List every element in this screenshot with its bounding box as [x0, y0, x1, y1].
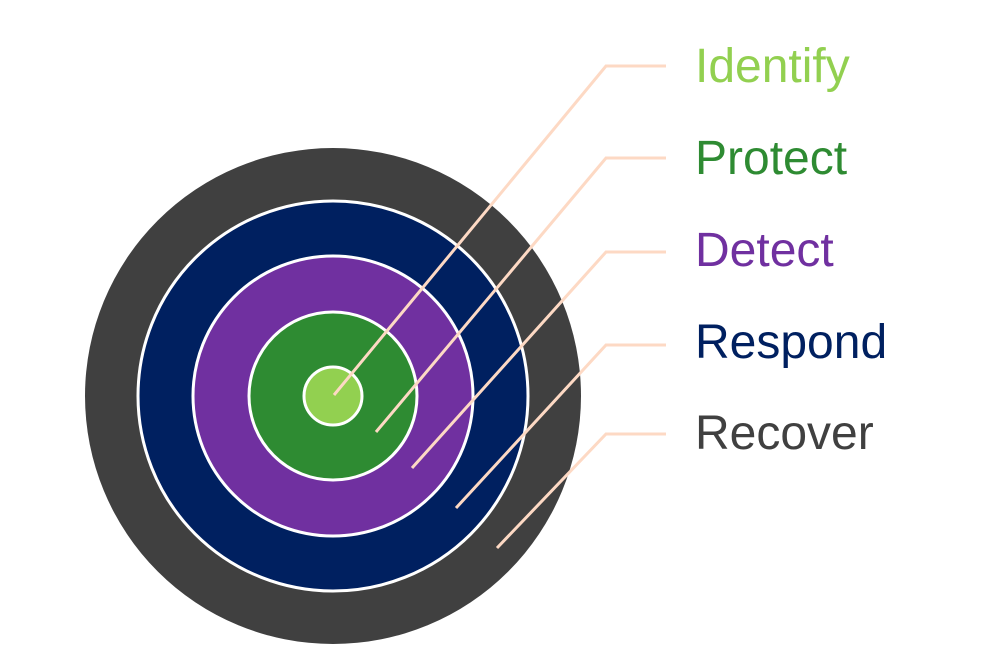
ring-identify [302, 365, 364, 427]
connector-identify [332, 64, 666, 396]
rings-layer [85, 148, 581, 644]
connector-recover [495, 432, 666, 550]
connector-respond [454, 343, 666, 510]
label-protect: Protect [695, 132, 847, 185]
labels-layer: Identify Protect Detect Respond Recover [695, 40, 887, 460]
label-identify: Identify [695, 40, 850, 93]
connectors-layer [332, 64, 666, 550]
label-recover: Recover [695, 407, 874, 460]
label-detect: Detect [695, 224, 834, 277]
label-respond: Respond [695, 316, 887, 369]
connector-protect [374, 156, 666, 433]
connector-detect [410, 250, 666, 470]
